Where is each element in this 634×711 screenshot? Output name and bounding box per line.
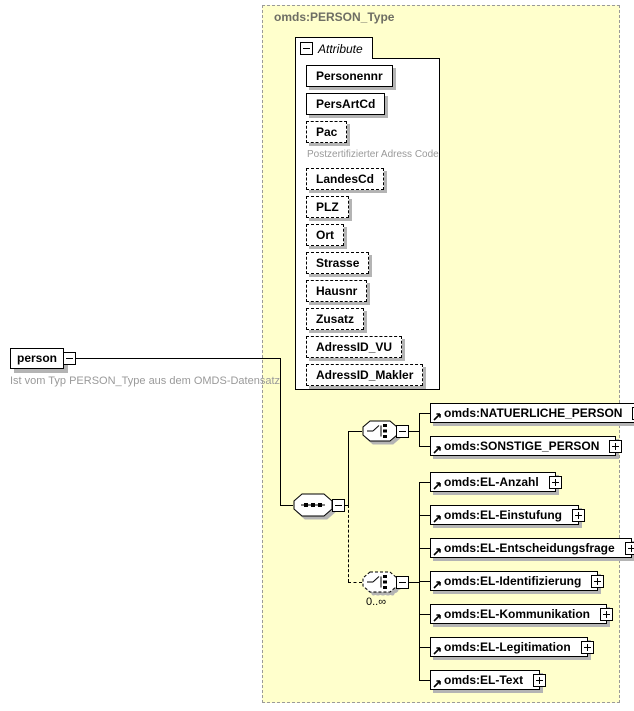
- reference-arrow-icon: [433, 482, 441, 490]
- attribute-zusatz[interactable]: Zusatz: [306, 308, 365, 330]
- connector-line: [419, 446, 430, 447]
- attributes-container: Personennr PersArtCd Pac Postzertifizier…: [295, 58, 440, 390]
- plus-icon[interactable]: [548, 476, 562, 489]
- connector-line: [76, 358, 280, 359]
- attributes-tab[interactable]: Attribute: [295, 37, 373, 59]
- connector-line: [419, 647, 430, 648]
- connector-line: [419, 515, 430, 516]
- element-natuerliche-person[interactable]: omds:NATUERLICHE_PERSON: [430, 403, 634, 423]
- connector-line-dashed: [348, 582, 362, 583]
- element-label: omds:EL-Entscheidungsfrage: [444, 541, 615, 555]
- choice-icon[interactable]: [362, 420, 398, 442]
- plus-icon[interactable]: [609, 440, 623, 453]
- minus-icon[interactable]: [332, 499, 345, 512]
- connector-line: [419, 581, 430, 582]
- attribute-ort[interactable]: Ort: [306, 224, 344, 246]
- connector-line: [409, 582, 419, 583]
- plus-icon[interactable]: [624, 542, 634, 555]
- element-person[interactable]: person: [10, 348, 64, 369]
- connector-line: [280, 358, 281, 505]
- attribute-persartcd[interactable]: PersArtCd: [306, 93, 386, 115]
- reference-arrow-icon: [433, 647, 441, 655]
- optional-choice-icon[interactable]: [362, 571, 398, 593]
- plus-icon[interactable]: [591, 575, 605, 588]
- element-el-entscheidungsfrage[interactable]: omds:EL-Entscheidungsfrage: [430, 538, 634, 558]
- attribute-personennr[interactable]: Personennr: [306, 65, 393, 87]
- minus-icon[interactable]: [63, 352, 76, 365]
- person-annotation: Ist vom Typ PERSON_Type aus dem OMDS-Dat…: [10, 375, 281, 387]
- complex-type-label: omds:PERSON_Type: [274, 10, 395, 24]
- attribute-pac-annotation: Postzertifizierter Adress Code: [307, 149, 439, 160]
- attribute-hausnr[interactable]: Hausnr: [306, 280, 368, 302]
- connector-line: [419, 548, 430, 549]
- element-el-identifizierung[interactable]: omds:EL-Identifizierung: [430, 571, 605, 591]
- connector-line: [345, 505, 349, 506]
- element-label: omds:NATUERLICHE_PERSON: [444, 406, 623, 420]
- attribute-landescd[interactable]: LandesCd: [306, 168, 385, 190]
- connector-line: [419, 680, 430, 681]
- attributes-tab-label: Attribute: [318, 41, 363, 56]
- minus-icon[interactable]: [396, 425, 409, 438]
- element-label: omds:EL-Einstufung: [444, 508, 562, 522]
- plus-icon[interactable]: [571, 509, 585, 522]
- plus-icon[interactable]: [600, 608, 613, 621]
- connector-line-dashed: [348, 505, 349, 582]
- reference-arrow-icon: [433, 446, 441, 454]
- connector-line: [419, 614, 430, 615]
- element-label: omds:EL-Legitimation: [444, 640, 571, 654]
- element-label: omds:EL-Identifizierung: [444, 574, 582, 588]
- attribute-pac[interactable]: Pac: [306, 121, 348, 143]
- attribute-plz[interactable]: PLZ: [306, 196, 349, 218]
- reference-arrow-icon: [433, 614, 441, 622]
- minus-icon[interactable]: [396, 576, 409, 589]
- element-el-einstufung[interactable]: omds:EL-Einstufung: [430, 505, 585, 525]
- connector-line: [419, 413, 420, 447]
- element-el-anzahl[interactable]: omds:EL-Anzahl: [430, 472, 562, 492]
- element-el-text[interactable]: omds:EL-Text: [430, 670, 547, 690]
- element-label: omds:SONSTIGE_PERSON: [444, 439, 600, 453]
- reference-arrow-icon: [433, 515, 441, 523]
- plus-icon[interactable]: [580, 641, 594, 654]
- reference-arrow-icon: [433, 581, 441, 589]
- attribute-adressid-vu[interactable]: AdressID_VU: [306, 336, 403, 358]
- element-label: omds:EL-Kommunikation: [444, 607, 590, 621]
- plus-icon[interactable]: [632, 407, 634, 420]
- occurrence-label: 0..∞: [366, 596, 387, 608]
- element-sonstige-person[interactable]: omds:SONSTIGE_PERSON: [430, 436, 623, 456]
- reference-arrow-icon: [433, 548, 441, 556]
- element-el-kommunikation[interactable]: omds:EL-Kommunikation: [430, 604, 613, 624]
- minus-icon[interactable]: [300, 42, 313, 55]
- element-label: omds:EL-Anzahl: [444, 475, 539, 489]
- connector-line: [419, 482, 430, 483]
- connector-line: [409, 431, 419, 432]
- element-person-label: person: [16, 351, 57, 365]
- reference-arrow-icon: [433, 413, 441, 421]
- connector-line: [419, 413, 430, 414]
- connector-line: [348, 431, 362, 432]
- connector-line: [280, 505, 293, 506]
- connector-line: [348, 431, 349, 506]
- plus-icon[interactable]: [533, 674, 547, 687]
- attribute-adressid-makler[interactable]: AdressID_Makler: [306, 364, 424, 386]
- element-el-legitimation[interactable]: omds:EL-Legitimation: [430, 637, 594, 657]
- element-label: omds:EL-Text: [444, 673, 524, 687]
- sequence-icon[interactable]: [293, 493, 333, 517]
- reference-arrow-icon: [433, 680, 441, 688]
- attribute-strasse[interactable]: Strasse: [306, 252, 370, 274]
